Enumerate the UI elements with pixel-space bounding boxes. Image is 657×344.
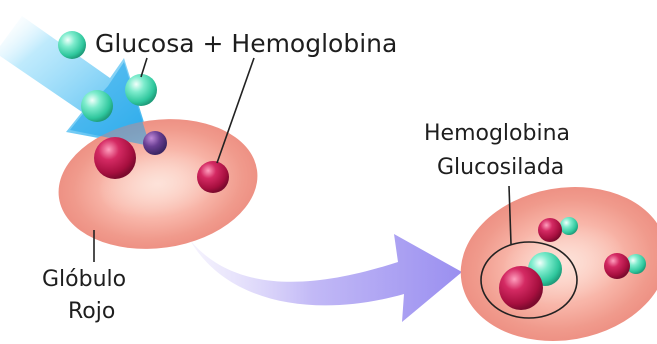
label-glycated-hemoglobin-line1: Hemoglobina (424, 121, 570, 146)
glucose-molecule (58, 31, 86, 59)
label-red-blood-cell-line2: Rojo (68, 299, 115, 324)
label-red-blood-cell-line1: Glóbulo (42, 267, 126, 292)
hemoglobin-molecule (94, 137, 136, 179)
hemoglobin-molecule (143, 131, 167, 155)
hemoglobin-molecule (197, 161, 229, 193)
label-glucose-hemoglobin: Glucosa + Hemoglobina (95, 29, 397, 58)
label-glycated-hemoglobin-line2: Glucosilada (437, 155, 564, 180)
glucose-molecule (81, 90, 113, 122)
glucose-molecule (125, 74, 157, 106)
leader-line-glucose (141, 58, 147, 77)
transition-arrow (190, 234, 462, 322)
